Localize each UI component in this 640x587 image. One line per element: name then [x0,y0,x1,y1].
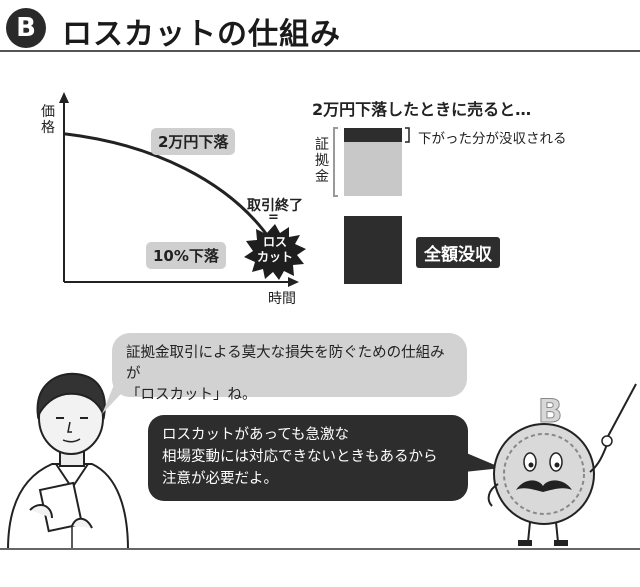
full-loss-bar [344,216,402,284]
x-axis-arrow-icon [288,277,299,287]
title-divider [0,50,640,52]
coin-character-illustration: B [487,383,637,546]
remaining-margin-bar [344,142,402,196]
loss-portion-label: 下がった分が没収される [418,131,567,147]
settlement-label: 取引終了 [247,198,303,214]
margin-label: 証拠金 [315,137,329,185]
bottom-divider [0,548,640,550]
equals-mark: = [268,210,279,225]
bitcoin-logo-icon: B [6,8,46,48]
person-speech-bubble: 証拠金取引による莫大な損失を防ぐための仕組みが 「ロスカット」ね。 [112,333,467,403]
price-curve [65,132,274,243]
full-confiscation-label: 全額没収 [416,237,500,268]
margin-bracket [333,127,338,197]
coin-speech-bubble: ロスカットがあっても急激な 相場変動には対応できないときもあるから 注意が必要だ… [148,415,468,501]
person-illustration [6,372,130,550]
lost-portion-bar [344,128,402,142]
x-axis-label: 時間 [268,291,296,307]
margin-bars [333,127,410,284]
price-chart [59,92,299,287]
losscut-burst-icon [244,224,306,280]
losscut-burst-text: ロス カット [256,235,293,264]
drop-20000-label: 2万円下落 [151,128,236,155]
title-bar: B ロスカットの仕組み [0,0,640,52]
y-axis-arrow-icon [59,92,69,103]
loss-bracket [405,127,410,143]
bubble-right-tail [464,452,502,472]
scenario-heading: 2万円下落したときに売ると… [312,100,532,119]
y-axis-label: 価格 [41,104,55,136]
ten-percent-drop-label: 10%下落 [146,242,226,269]
page-title: ロスカットの仕組み [62,17,341,52]
